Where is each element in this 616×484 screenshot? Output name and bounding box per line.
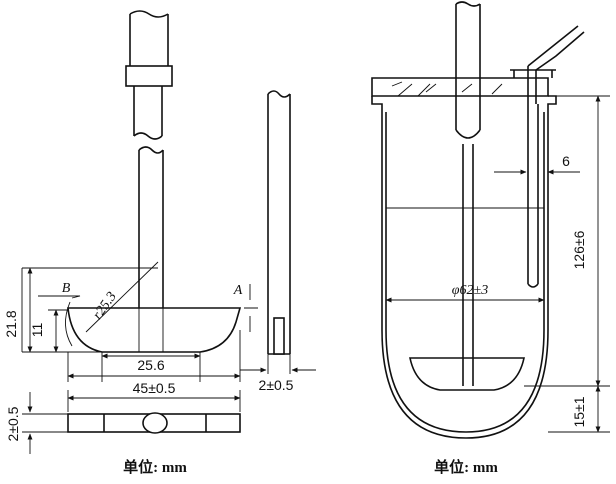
stirrer-front-view [21, 10, 258, 382]
label-11: 11 [29, 323, 45, 338]
label-a: A [233, 283, 243, 298]
shaft-lower [138, 150, 164, 308]
stirrer-blade [409, 357, 525, 391]
shaft-collar [125, 65, 173, 87]
shaft-top [129, 14, 169, 66]
arc-b [65, 301, 73, 347]
tube-bend [527, 25, 585, 71]
radius-line [85, 261, 159, 333]
lid-flange-left [371, 96, 383, 110]
shaft-break-top [129, 10, 169, 18]
vessel-lid [371, 77, 549, 97]
blade-plan-hub [142, 412, 168, 434]
shaft-break-mid [133, 132, 163, 140]
label-6: 6 [562, 153, 570, 169]
label-25-6: 25.6 [137, 357, 164, 373]
blade-plan-view [22, 390, 241, 454]
label-radius: r25.3 [90, 289, 119, 322]
unit-label-left: 单位: mm [123, 458, 187, 476]
shaft-mid [133, 86, 163, 136]
label-45: 45±0.5 [133, 380, 176, 396]
shaft-in-blade [138, 308, 164, 352]
stirrer-rod [462, 144, 474, 386]
vessel-inner [385, 112, 545, 433]
side-blade [273, 317, 285, 355]
label-side-thick: 2±0.5 [259, 377, 294, 393]
lid-hatch [391, 81, 503, 97]
vessel-assembly [371, 1, 610, 439]
stirrer-side-view [240, 90, 316, 374]
label-b: B [62, 281, 71, 296]
blade-plan-divisions [103, 414, 207, 432]
tube-holder [510, 69, 556, 78]
tube-neck [527, 66, 537, 104]
vessel-outer [381, 110, 549, 439]
thick-ext [22, 413, 68, 433]
label-21-8: 21.8 [3, 310, 19, 337]
label-diameter: φ62±3 [452, 283, 488, 298]
lid-flange-right [547, 95, 557, 110]
vessel-shaft-break [455, 1, 481, 7]
vessel-shaft-top [455, 4, 481, 130]
unit-label-right: 单位: mm [434, 458, 498, 476]
label-blade-thick: 2±0.5 [5, 406, 21, 441]
label-height: 126±6 [571, 230, 587, 269]
side-dim-ext [267, 354, 291, 374]
label-clearance: 15±1 [571, 396, 587, 427]
shaft-break-low [138, 146, 164, 154]
shaft-taper [455, 129, 481, 139]
sample-tube [527, 104, 539, 288]
point-a-marks [244, 284, 258, 332]
plan-ext [67, 390, 241, 412]
point-b-leader [38, 295, 81, 299]
side-break [267, 90, 291, 98]
side-shaft [267, 94, 291, 354]
